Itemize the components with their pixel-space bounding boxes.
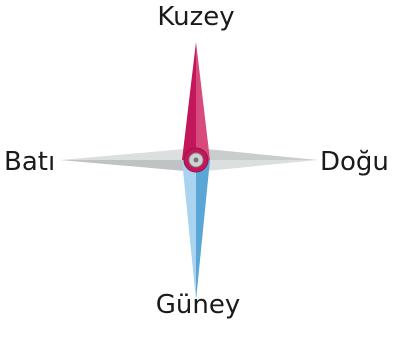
label-north: Kuzey bbox=[150, 2, 242, 32]
north-needle-right bbox=[196, 42, 210, 160]
label-south: Güney bbox=[152, 290, 244, 320]
east-arm bbox=[196, 148, 318, 172]
west-arm-lower bbox=[60, 160, 196, 172]
east-arm-lower bbox=[196, 160, 318, 172]
west-arm-upper bbox=[60, 148, 196, 160]
south-needle-left bbox=[182, 160, 196, 300]
south-needle-right bbox=[196, 160, 210, 300]
north-needle bbox=[182, 42, 210, 160]
center-pivot bbox=[184, 148, 208, 172]
pivot-dot bbox=[194, 158, 199, 163]
label-east: Doğu bbox=[320, 147, 398, 177]
west-arm bbox=[60, 148, 196, 172]
east-arm-upper bbox=[196, 148, 318, 160]
north-needle-left bbox=[182, 42, 196, 160]
south-needle bbox=[182, 160, 210, 300]
label-west: Batı bbox=[4, 147, 64, 177]
